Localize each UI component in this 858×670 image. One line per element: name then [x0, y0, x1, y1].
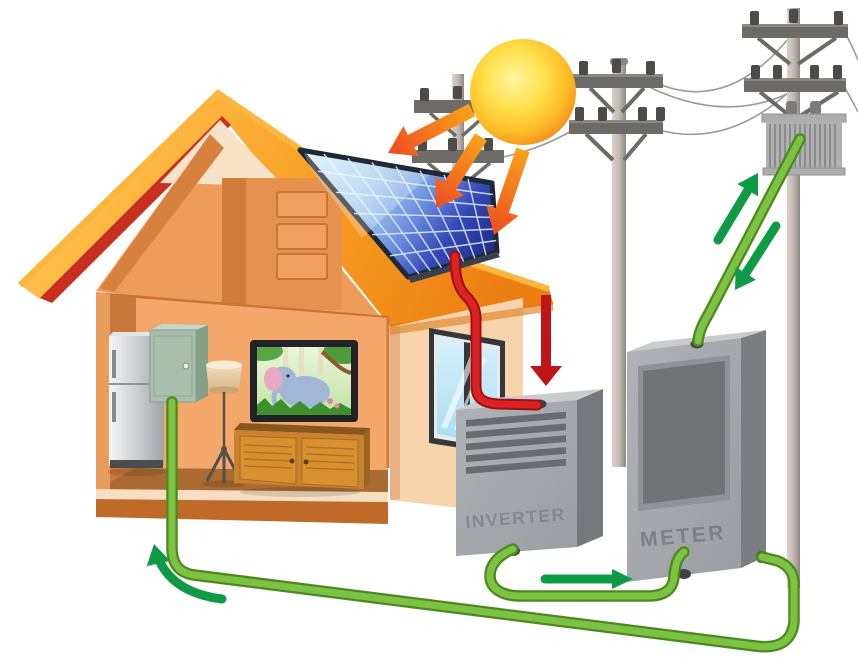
- ac-cable-inverter-meter: [484, 543, 690, 602]
- dc-cable: [449, 250, 543, 411]
- closet-drawer: [276, 223, 328, 250]
- flow-arrow-from-grid: [735, 221, 781, 290]
- flow-arrow-down-red: [530, 295, 562, 386]
- breaker-box: [149, 324, 208, 403]
- flow-arrow-inverter-to-meter: [540, 569, 633, 589]
- meter-screen: [643, 361, 725, 504]
- tv-screen: [257, 347, 351, 415]
- sun: [470, 39, 576, 145]
- utility-pole-middle: [569, 58, 665, 467]
- tv: [250, 340, 358, 422]
- sunlight-arrows: [388, 103, 530, 235]
- grid-cable: [692, 133, 806, 347]
- panel-grid: [317, 153, 497, 275]
- tv-cabinet: [234, 423, 370, 497]
- flow-arrow-up-house: [146, 544, 227, 604]
- flow-arrow-to-grid: [713, 173, 758, 245]
- panel-shine: [304, 153, 430, 238]
- sunlight-arrow: [388, 103, 476, 157]
- meter: METER: [627, 330, 766, 582]
- floor-lamp: [202, 360, 246, 488]
- attic-closet-side: [222, 178, 246, 306]
- closet-drawer: [276, 191, 328, 218]
- sunlight-arrow: [486, 147, 530, 235]
- meter-bottom-port: [677, 569, 691, 579]
- transformer: [761, 101, 847, 176]
- energy-flow-arrows: [146, 173, 781, 604]
- living-room: [96, 292, 390, 524]
- gable-attic: [96, 120, 388, 326]
- inverter-vents: [466, 411, 566, 474]
- left-wall-edge: [96, 292, 110, 492]
- closet-drawer: [276, 253, 328, 280]
- sunlight-arrow: [435, 133, 487, 208]
- inverter: INVERTER: [456, 389, 603, 556]
- ac-cable-house: [166, 396, 800, 653]
